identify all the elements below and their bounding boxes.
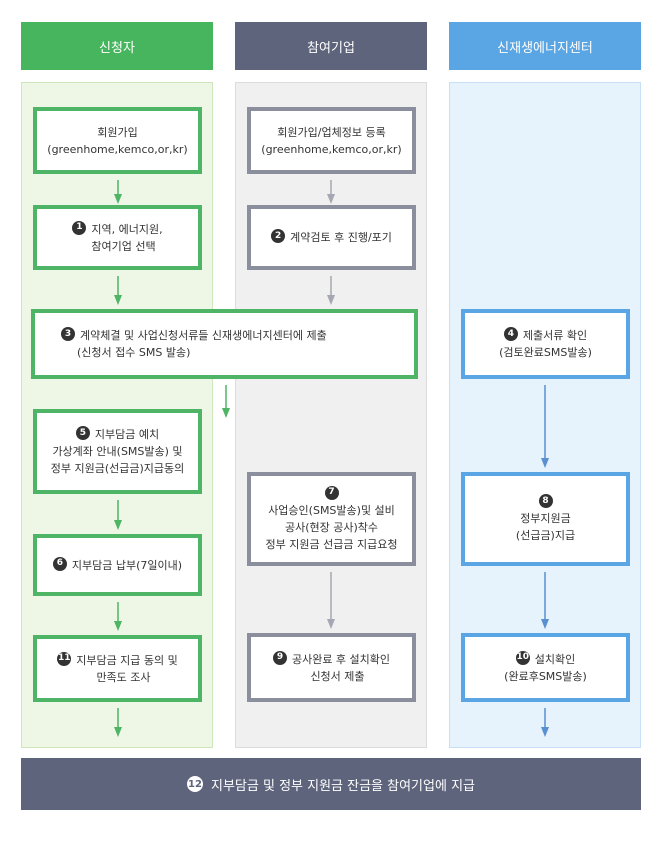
step-7-line2: 공사(현장 공사)착수 xyxy=(284,520,379,534)
step-1-line1: 지역, 에너지원, xyxy=(91,222,163,236)
header-applicant: 신청자 xyxy=(21,22,213,70)
company-signup-line1: 회원가입/업체정보 등록 xyxy=(277,125,386,139)
company-signup-box: 회원가입/업체정보 등록 (greenhome,kemco,or,kr) xyxy=(247,107,416,174)
applicant-signup-line2: (greenhome,kemco,or,kr) xyxy=(47,142,188,156)
step-4-line1: 제출서류 확인 xyxy=(522,329,588,342)
step-8-line2: (선급금)지급 xyxy=(515,529,576,542)
step-1-number: 1 xyxy=(72,220,87,235)
step-11-line1: 지부담금 지급 동의 및 xyxy=(76,653,178,667)
applicant-signup-box: 회원가입 (greenhome,kemco,or,kr) xyxy=(33,107,202,174)
company-signup-line2: (greenhome,kemco,or,kr) xyxy=(261,142,402,156)
step-8-number: 8 xyxy=(538,494,553,508)
step-6-box: 6 지부담금 납부(7일이내) xyxy=(33,534,202,596)
step-9-box: 9 공사완료 후 설치확인 신청서 제출 xyxy=(247,633,416,702)
header-applicant-label: 신청자 xyxy=(99,40,135,56)
step-11-box: 11 지부담금 지급 동의 및 만족도 조사 xyxy=(33,635,202,702)
step-10-box: 10 설치확인 (완료후SMS발송) xyxy=(461,633,630,702)
header-center-label: 신재생에너지센터 xyxy=(497,40,593,56)
step-1-line2: 참여기업 선택 xyxy=(91,239,156,253)
step-2-line1: 계약검토 후 진행/포기 xyxy=(290,231,392,244)
step-3-box: 3 계약체결 및 사업신청서류들 신재생에너지센터에 제출 (신청서 접수 SMS… xyxy=(31,309,418,379)
header-center: 신재생에너지센터 xyxy=(449,22,641,70)
header-company-label: 참여기업 xyxy=(307,40,355,56)
step-12-bar: 12 지부담금 및 정부 지원금 잔금을 참여기업에 지급 xyxy=(21,758,641,810)
step-3-line1: 계약체결 및 사업신청서류들 신재생에너지센터에 제출 xyxy=(80,329,327,342)
step-9-line1: 공사완료 후 설치확인 xyxy=(291,652,391,666)
step-10-line1: 설치확인 xyxy=(534,652,576,666)
step-11-number: 11 xyxy=(57,651,72,666)
step-11-line2: 만족도 조사 xyxy=(96,670,151,684)
step-9-number: 9 xyxy=(272,650,287,665)
step-12-number: 12 xyxy=(187,776,203,792)
step-7-number: 7 xyxy=(324,485,339,500)
step-8-line1: 정부지원금 xyxy=(520,512,571,525)
step-4-number: 4 xyxy=(503,327,518,341)
step-1-box: 1 지역, 에너지원, 참여기업 선택 xyxy=(33,205,202,270)
step-10-number: 10 xyxy=(515,650,530,665)
step-6-number: 6 xyxy=(52,556,67,571)
applicant-signup-line1: 회원가입 xyxy=(97,125,138,139)
step-8-box: 8 정부지원금 (선급금)지급 xyxy=(461,472,630,566)
step-6-line1: 지부담금 납부(7일이내) xyxy=(71,558,183,572)
step-4-box: 4 제출서류 확인 (검토완료SMS발송) xyxy=(461,309,630,379)
step-3-line2: (신청서 접수 SMS 발송) xyxy=(77,346,191,359)
step-2-number: 2 xyxy=(271,229,286,243)
header-company: 참여기업 xyxy=(235,22,427,70)
step-10-line2: (완료후SMS발송) xyxy=(504,669,587,683)
step-12-line1: 지부담금 및 정부 지원금 잔금을 참여기업에 지급 xyxy=(211,778,475,794)
step-3-number: 3 xyxy=(61,327,75,341)
step-9-line2: 신청서 제출 xyxy=(310,669,365,683)
step-5-line3: 정부 지원금(선급금)지급동의 xyxy=(50,462,185,475)
step-5-line1: 지부담금 예치 xyxy=(94,428,160,441)
step-5-box: 5 지부담금 예치 가상계좌 안내(SMS발송) 및 정부 지원금(선급금)지급동… xyxy=(33,409,202,494)
step-7-box: 7 사업승인(SMS발송)및 설비 공사(현장 공사)착수 정부 지원금 선급금… xyxy=(247,472,416,566)
step-4-line2: (검토완료SMS발송) xyxy=(499,346,592,359)
step-2-box: 2 계약검토 후 진행/포기 xyxy=(247,205,416,270)
step-5-number: 5 xyxy=(75,426,90,440)
step-7-line1: 사업승인(SMS발송)및 설비 xyxy=(268,503,395,517)
step-7-line3: 정부 지원금 선급금 지급요청 xyxy=(265,537,398,551)
step-5-line2: 가상계좌 안내(SMS발송) 및 xyxy=(52,445,183,458)
